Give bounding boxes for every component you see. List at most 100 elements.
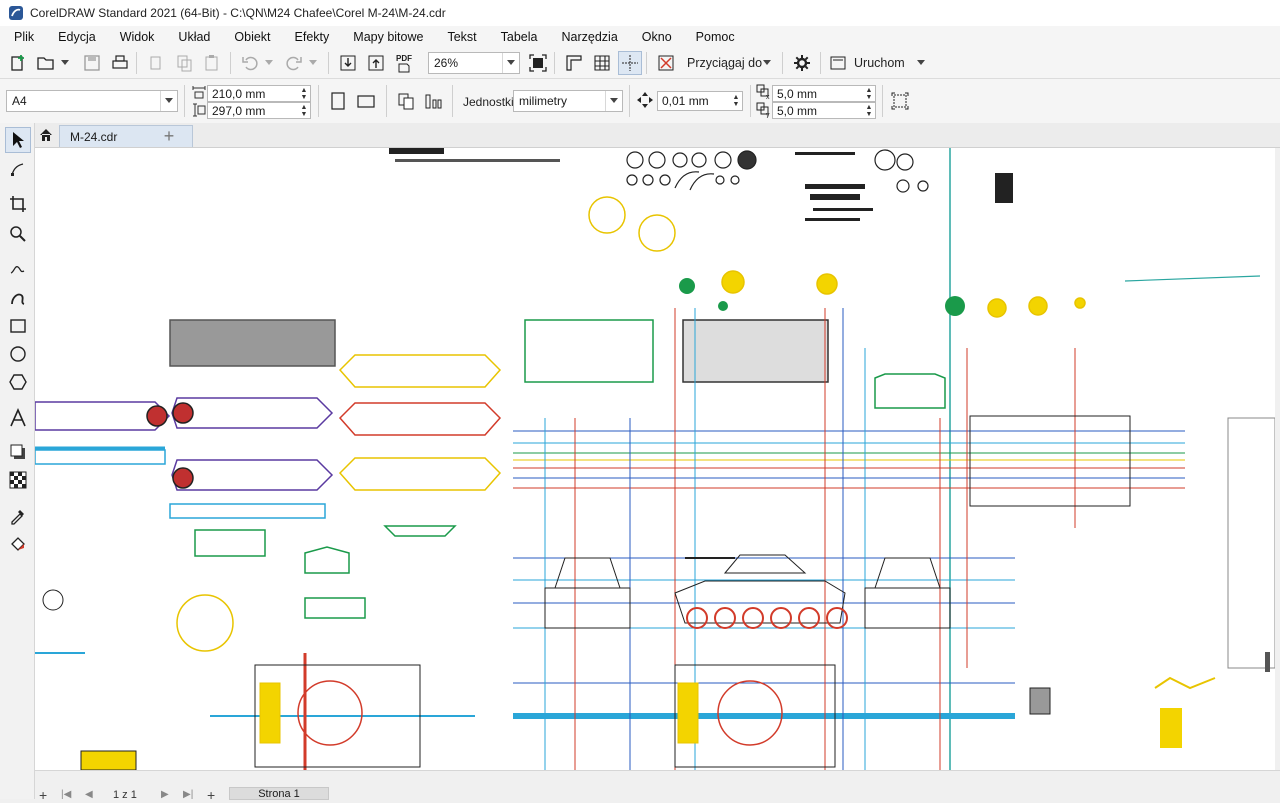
menu-mapy-bitowe[interactable]: Mapy bitowe [353,30,424,44]
menu-uklad[interactable]: Układ [178,30,211,44]
menu-edycja[interactable]: Edycja [58,30,96,44]
redo-button[interactable] [282,51,306,75]
menu-narzedzia[interactable]: Narzędzia [561,30,618,44]
units-combo[interactable]: milimetry [513,90,623,112]
export-icon [368,55,384,71]
menu-obiekt[interactable]: Obiekt [234,30,271,44]
new-tab-button[interactable]: + [163,125,175,146]
snap-off-button[interactable] [654,51,678,75]
page-width-stepper[interactable]: ▲▼ [300,86,308,101]
zoom-combo[interactable]: 26% [428,52,520,74]
rectangle-tool[interactable] [5,313,31,339]
polygon-tool[interactable] [5,369,31,395]
show-guidelines-button[interactable] [618,51,642,75]
shape-tool[interactable] [5,157,31,183]
crop-tool[interactable] [5,191,31,217]
cut-button[interactable] [144,51,168,75]
separator [782,52,783,74]
units-dropdown-icon[interactable] [605,91,622,111]
page-size-combo[interactable]: A4 [6,90,178,112]
import-button[interactable] [336,51,360,75]
undo-dropdown-button[interactable] [262,51,276,75]
drawing-canvas[interactable] [35,148,1275,770]
duplicate-x-input[interactable]: 5,0 mm ▲▼ [772,85,876,102]
menu-widok[interactable]: Widok [119,30,155,44]
undo-button[interactable] [238,51,262,75]
artistic-media-tool[interactable] [5,285,31,311]
launch-dropdown-button[interactable] [914,51,928,75]
copy-button[interactable] [172,51,196,75]
caret-down-icon [309,60,317,65]
drop-shadow-tool[interactable] [5,439,31,465]
launch-button-icon-wrap[interactable] [826,51,850,75]
standard-toolbar: PDF 26% Przyciągaj do Uruchom [0,48,1280,79]
open-button[interactable] [34,51,58,75]
transparency-tool[interactable] [5,467,31,493]
show-rulers-button[interactable] [562,51,586,75]
all-pages-button[interactable] [394,89,418,113]
document-tab[interactable]: M-24.cdr [59,125,193,147]
duplicate-x-stepper[interactable]: ▲▼ [865,86,873,101]
redo-dropdown-button[interactable] [306,51,320,75]
drop-shadow-icon [10,444,25,459]
export-button[interactable] [364,51,388,75]
options-button[interactable] [790,51,814,75]
ellipse-tool[interactable] [5,341,31,367]
separator [136,52,137,74]
text-tool[interactable] [5,405,31,431]
zoom-tool[interactable] [5,221,31,247]
units-value: milimetry [519,94,567,108]
portrait-button[interactable] [326,89,350,113]
menu-plik[interactable]: Plik [14,30,35,44]
duplicate-y-value: 5,0 mm [777,103,818,118]
full-screen-icon [529,54,547,72]
last-page-button[interactable]: ▶| [183,789,194,800]
page-width-input[interactable]: 210,0 mm ▲▼ [207,85,311,102]
page-height-input[interactable]: 297,0 mm ▲▼ [207,102,311,119]
eyedropper-tool[interactable] [5,503,31,529]
show-grid-button[interactable] [590,51,614,75]
interactive-fill-tool[interactable] [5,531,31,557]
snap-to-label[interactable]: Przyciągaj do [687,56,763,70]
page-border-button[interactable] [888,89,912,113]
publish-pdf-button[interactable]: PDF [392,51,416,75]
freehand-tool[interactable] [5,255,31,281]
guidelines-icon [622,55,638,71]
page-size-dropdown-icon[interactable] [160,91,177,111]
home-icon[interactable] [39,128,53,142]
next-page-button[interactable]: ▶ [161,789,169,800]
landscape-button[interactable] [354,89,378,113]
add-page-after-button[interactable]: + [207,787,216,803]
separator [386,85,387,117]
previous-page-button[interactable]: ◀ [85,789,93,800]
menu-okno[interactable]: Okno [641,30,672,44]
nudge-distance-stepper[interactable]: ▲▼ [732,94,740,108]
paste-icon [205,55,218,71]
separator [184,85,185,117]
menu-pomoc[interactable]: Pomoc [695,30,735,44]
menu-tekst[interactable]: Tekst [447,30,477,44]
launch-label[interactable]: Uruchom [854,56,905,70]
save-button[interactable] [80,51,104,75]
page-tab[interactable]: Strona 1 [229,787,329,800]
yellow-circle-parts [588,196,1086,318]
nudge-icon [637,92,653,108]
nudge-distance-input[interactable]: 0,01 mm ▲▼ [657,91,743,111]
duplicate-y-stepper[interactable]: ▲▼ [865,103,873,118]
open-dropdown-button[interactable] [58,51,72,75]
page-height-stepper[interactable]: ▲▼ [300,103,308,118]
vertical-scroll-thumb[interactable] [1265,652,1270,672]
menu-tabela[interactable]: Tabela [500,30,538,44]
full-screen-button[interactable] [526,51,550,75]
zoom-dropdown-icon[interactable] [502,53,519,73]
add-page-before-button[interactable]: + [39,787,48,803]
menu-efekty[interactable]: Efekty [294,30,330,44]
current-page-button[interactable] [422,89,446,113]
duplicate-y-input[interactable]: 5,0 mm ▲▼ [772,102,876,119]
pick-tool[interactable] [5,127,31,153]
first-page-button[interactable]: |◀ [61,789,72,800]
new-document-button[interactable] [6,51,30,75]
snap-to-dropdown-button[interactable] [760,51,774,75]
print-button[interactable] [108,51,132,75]
paste-button[interactable] [200,51,224,75]
